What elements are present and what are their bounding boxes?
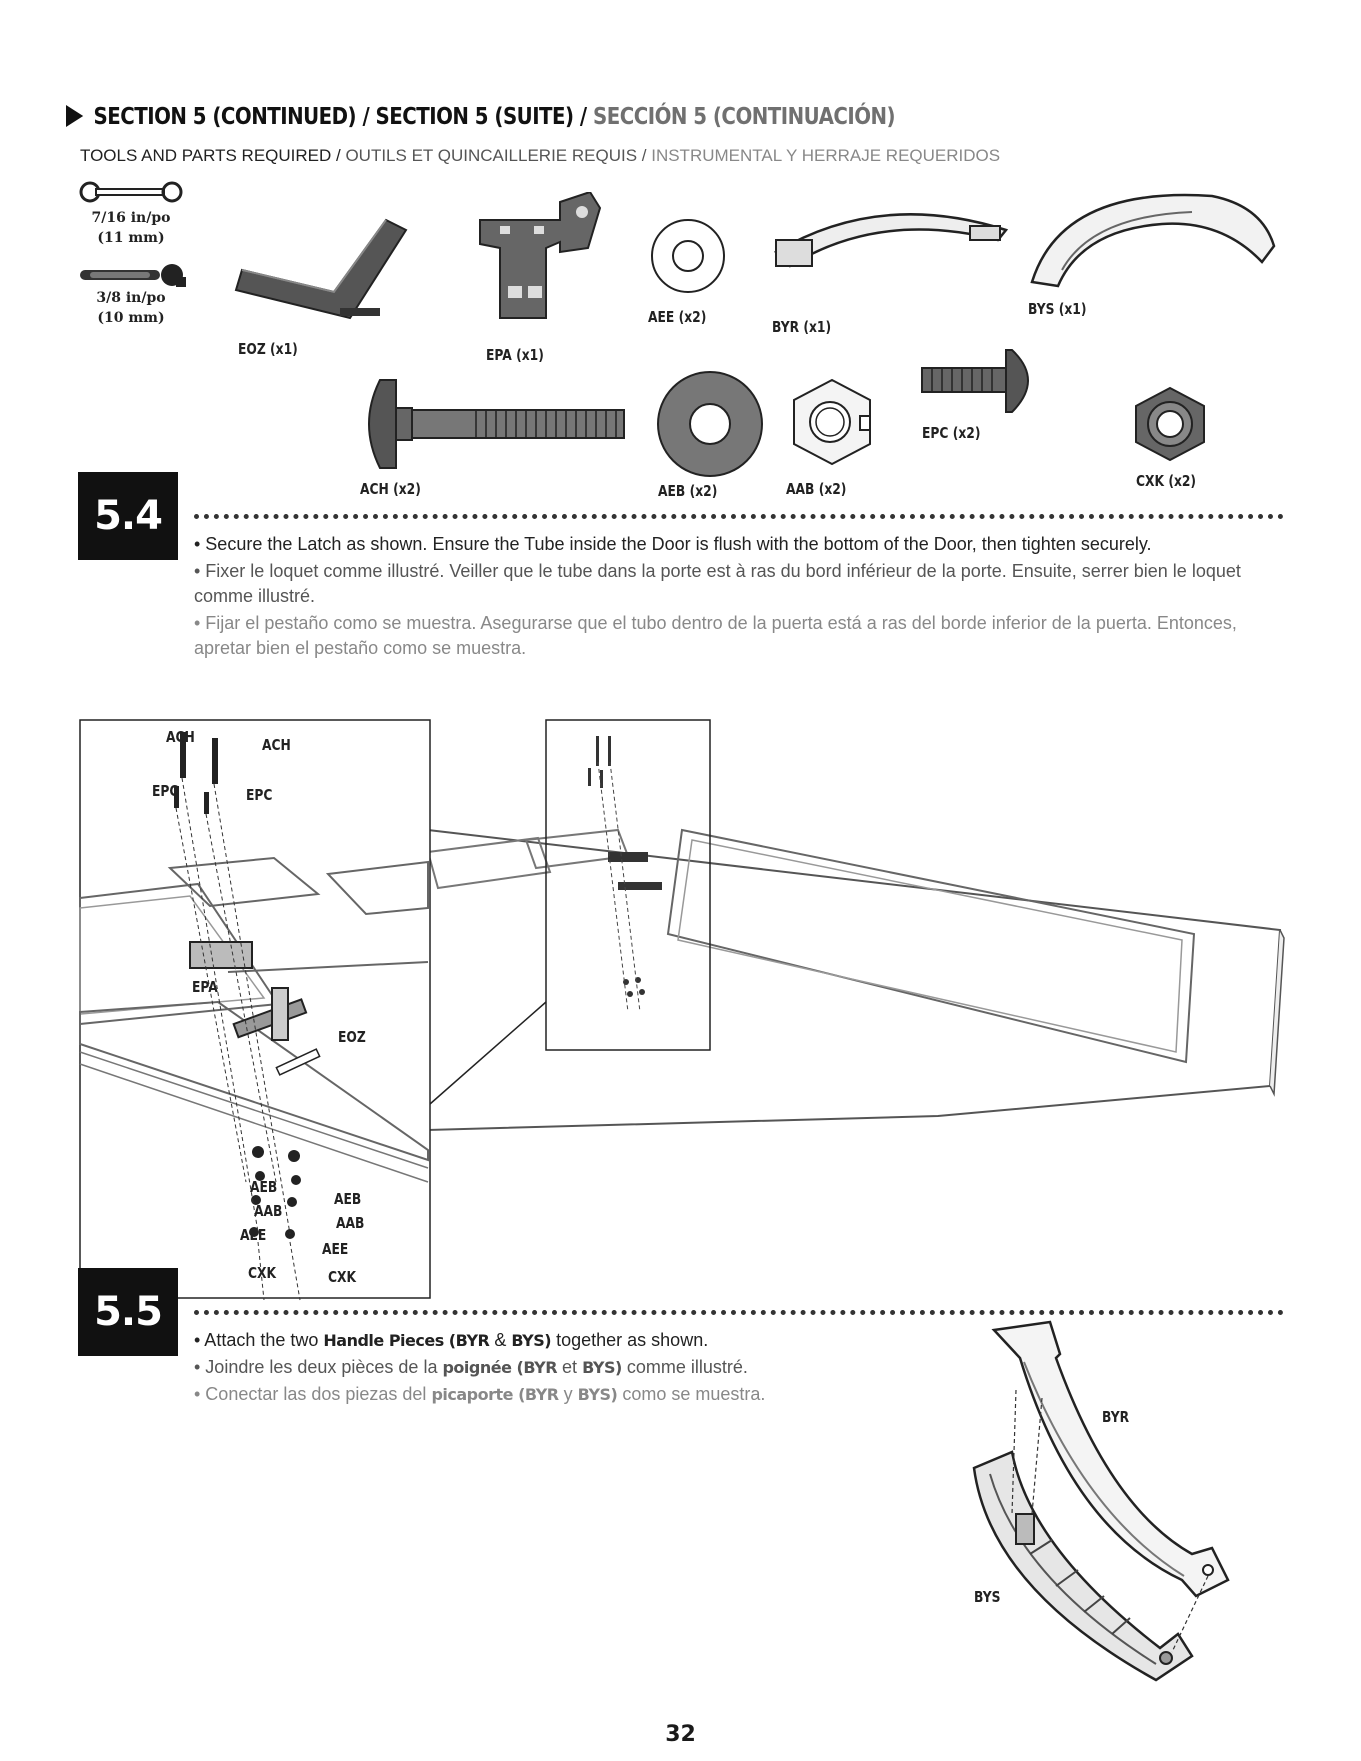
subtitle-en: TOOLS AND PARTS REQUIRED	[80, 146, 332, 165]
bold-text: BYS)	[582, 1358, 622, 1377]
tool-ratchet-label: 3/8 in/po (10 mm)	[76, 288, 186, 328]
play-arrow-icon	[66, 105, 84, 127]
subtitle-fr: OUTILS ET QUINCAILLERIE REQUIS	[345, 146, 638, 165]
text: como se muestra.	[617, 1384, 766, 1404]
instruction-es: • Fijar el pestaño como se muestra. Aseg…	[194, 613, 1237, 658]
title-separator: /	[573, 104, 594, 130]
title-en: SECTION 5 (CONTINUED)	[93, 104, 357, 130]
step-badge-5-5: 5.5	[78, 1268, 178, 1356]
tool-size: 7/16 in/po	[91, 210, 171, 226]
callout-cxk: CXK	[328, 1268, 357, 1286]
bold-text: picaporte (BYR	[431, 1385, 559, 1404]
handle-assembly-illustration	[972, 1320, 1230, 1682]
callout-eoz: EOZ	[338, 1028, 366, 1046]
step-5-4-instructions: • Secure the Latch as shown. Ensure the …	[194, 532, 1270, 663]
part-label-bys: BYS (x1)	[1028, 300, 1087, 318]
instruction-en: • Secure the Latch as shown. Ensure the …	[194, 534, 1152, 554]
callout-aab: AAB	[254, 1202, 283, 1220]
subtitle-es: INSTRUMENTAL Y HERRAJE REQUERIDOS	[651, 146, 1001, 165]
callout-epa: EPA	[192, 978, 218, 996]
part-label-aeb: AEB (x2)	[658, 482, 718, 500]
text: et	[557, 1357, 583, 1377]
callout-aee: AEE	[322, 1240, 349, 1258]
text: • Joindre les deux pièces de la	[194, 1357, 443, 1377]
part-label-cxk: CXK (x2)	[1136, 472, 1197, 490]
handle-piece-byr-icon	[773, 213, 1009, 268]
wrench-icon	[79, 181, 183, 203]
hex-nut-aab-icon	[793, 378, 871, 466]
tools-parts-heading: TOOLS AND PARTS REQUIRED / OUTILS ET QUI…	[80, 146, 1000, 166]
section-title: SECTION 5 (CONTINUED) / SECTION 5 (SUITE…	[66, 104, 896, 130]
step-5-5-instructions: • Attach the two Handle Pieces (BYR & BY…	[194, 1328, 954, 1409]
tool-wrench-label: 7/16 in/po (11 mm)	[76, 208, 186, 248]
callout-aab: AAB	[336, 1214, 365, 1232]
subtitle-separator: /	[331, 146, 346, 165]
title-fr: SECTION 5 (SUITE)	[375, 104, 575, 130]
bold-text: poignée (BYR	[442, 1358, 558, 1377]
callout-epc: EPC	[152, 782, 179, 800]
callout-aeb: AEB	[334, 1190, 362, 1208]
part-label-aab: AAB (x2)	[786, 480, 847, 498]
bold-text: Handle Pieces (BYR	[323, 1331, 490, 1350]
instruction-fr: • Joindre les deux pièces de la poignée …	[194, 1355, 954, 1380]
latch-bar-eoz-icon	[234, 218, 408, 320]
tool-metric: (10 mm)	[97, 310, 165, 326]
lock-nut-cxk-icon	[1135, 386, 1205, 462]
text: &	[489, 1330, 512, 1350]
text: • Conectar las dos piezas del	[194, 1384, 432, 1404]
carriage-bolt-ach-icon	[368, 379, 625, 469]
callout-byr: BYR	[1102, 1408, 1130, 1426]
step-divider	[194, 1310, 1284, 1315]
part-label-eoz: EOZ (x1)	[238, 340, 298, 358]
title-separator: /	[356, 104, 376, 130]
part-label-ach: ACH (x2)	[360, 480, 421, 498]
text: y	[558, 1384, 578, 1404]
bolt-epc-icon	[921, 349, 1029, 413]
washer-aee-icon	[651, 219, 725, 293]
callout-bys: BYS	[974, 1588, 1001, 1606]
door-latch-illustration	[79, 719, 1285, 1301]
tool-size: 3/8 in/po	[96, 290, 166, 306]
callout-ach: ACH	[166, 728, 195, 746]
callout-aeb: AEB	[250, 1178, 278, 1196]
part-label-byr: BYR (x1)	[772, 318, 832, 336]
callout-ach: ACH	[262, 736, 291, 754]
text: • Attach the two	[194, 1330, 324, 1350]
ratchet-icon	[80, 264, 186, 287]
handle-piece-bys-icon	[1030, 193, 1276, 288]
subtitle-separator: /	[637, 146, 652, 165]
instruction-en: • Attach the two Handle Pieces (BYR & BY…	[194, 1328, 954, 1353]
bold-text: BYS)	[577, 1385, 618, 1404]
bold-text: BYS)	[511, 1331, 552, 1350]
callout-cxk: CXK	[248, 1264, 277, 1282]
title-es: SECCIÓN 5 (CONTINUACIÓN)	[593, 104, 896, 130]
washer-aeb-icon	[657, 371, 763, 477]
part-label-epc: EPC (x2)	[922, 424, 981, 442]
page-number: 32	[665, 1722, 696, 1747]
step-divider	[194, 514, 1284, 519]
text: together as shown.	[551, 1330, 709, 1350]
part-label-aee: AEE (x2)	[648, 308, 707, 326]
part-label-epa: EPA (x1)	[486, 346, 544, 364]
instruction-es: • Conectar las dos piezas del picaporte …	[194, 1382, 954, 1407]
text: comme illustré.	[621, 1357, 748, 1377]
step-badge-5-4: 5.4	[78, 472, 178, 560]
hinge-bracket-epa-icon	[479, 192, 602, 319]
instruction-fr: • Fixer le loquet comme illustré. Veille…	[194, 561, 1241, 606]
callout-epc: EPC	[246, 786, 273, 804]
callout-aee: AEE	[240, 1226, 267, 1244]
tool-metric: (11 mm)	[97, 230, 165, 246]
